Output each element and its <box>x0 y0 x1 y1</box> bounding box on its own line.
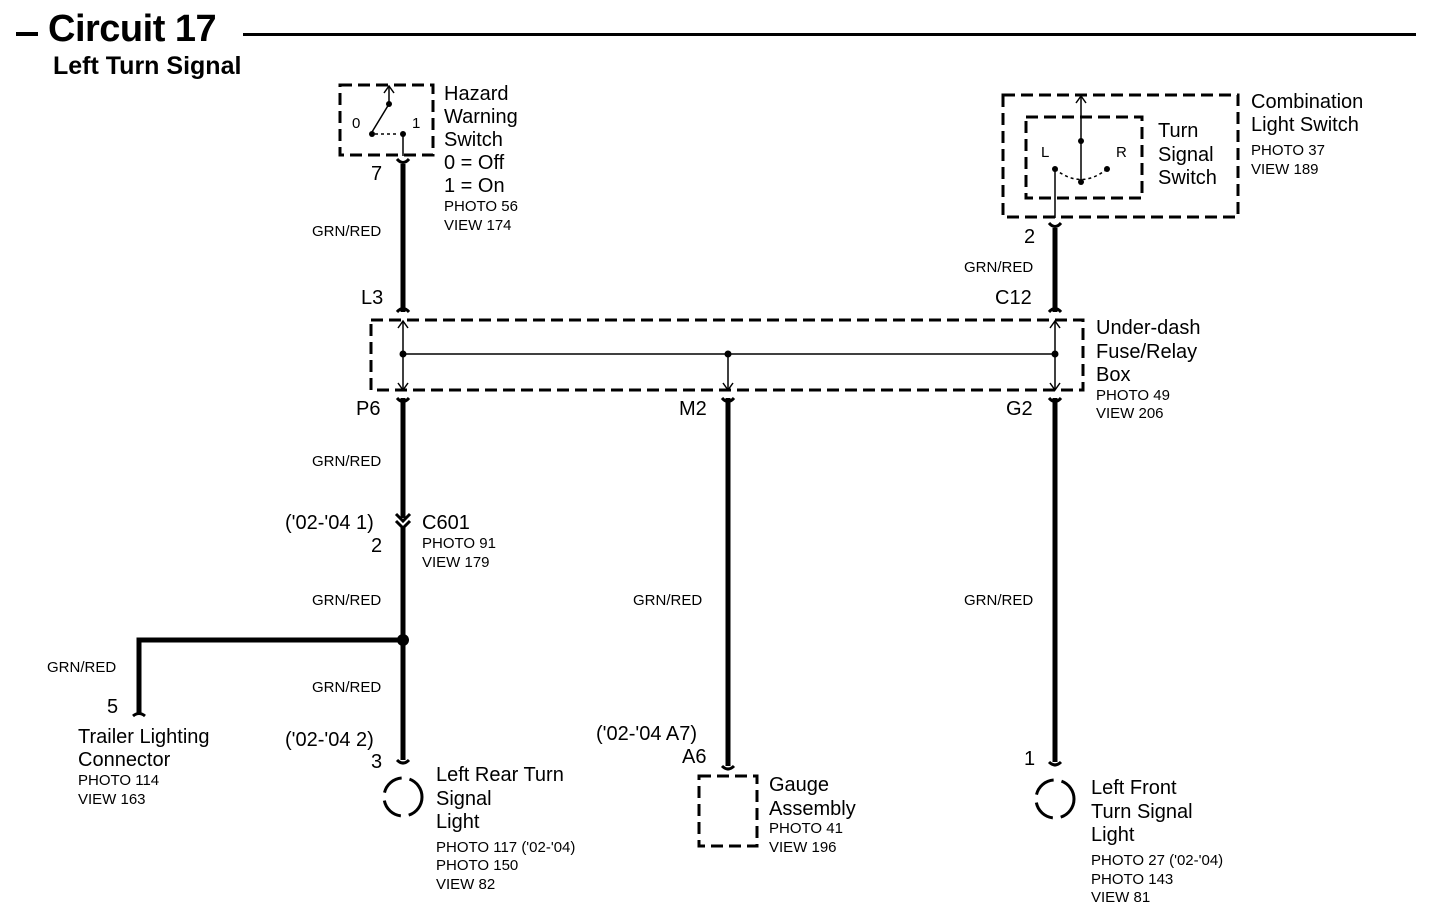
hazard-state-1: 1 = On <box>444 175 505 197</box>
combo-view: VIEW 189 <box>1251 161 1319 178</box>
combo-name-1: Combination <box>1251 91 1363 113</box>
c601-view: VIEW 179 <box>422 554 490 571</box>
hazard-name-2: Warning <box>444 106 518 128</box>
rear-view: VIEW 82 <box>436 876 495 893</box>
fuse-pin-g2: G2 <box>1006 398 1033 420</box>
turn-signal-switch-box[interactable] <box>1024 115 1144 200</box>
splice-point <box>397 634 409 646</box>
turn-signal-contacts <box>1054 94 1108 218</box>
fuse-pin-m2: M2 <box>679 398 707 420</box>
combo-name-2: Light Switch <box>1251 114 1359 136</box>
gauge-name-1: Gauge <box>769 774 829 796</box>
combo-photo: PHOTO 37 <box>1251 142 1325 159</box>
hazard-name-1: Hazard <box>444 83 508 105</box>
fuse-name-3: Box <box>1096 364 1130 386</box>
turn-switch-right: R <box>1116 144 1127 161</box>
trailer-photo: PHOTO 114 <box>78 772 159 789</box>
hazard-pin: 7 <box>371 163 382 185</box>
front-name-1: Left Front <box>1091 777 1177 799</box>
fuse-view: VIEW 206 <box>1096 405 1164 422</box>
front-photo-1: PHOTO 27 ('02-'04) <box>1091 852 1223 869</box>
c601-pin: 2 <box>371 535 382 557</box>
left-front-light-bulb[interactable] <box>1034 778 1076 820</box>
page-subtitle: Left Turn Signal <box>53 52 242 80</box>
wire-label-c601-splice: GRN/RED <box>312 592 381 609</box>
gauge-photo: PHOTO 41 <box>769 820 843 837</box>
wire-label-trailer: GRN/RED <box>47 659 116 676</box>
fuse-pin-l3: L3 <box>361 287 383 309</box>
title-rule <box>243 33 1416 36</box>
gauge-pin: A6 <box>682 746 706 768</box>
wire-label-hazard: GRN/RED <box>312 223 381 240</box>
rear-name-2: Signal <box>436 788 492 810</box>
fuse-name-1: Under-dash <box>1096 317 1201 339</box>
trailer-pin: 5 <box>107 696 118 718</box>
hazard-switch-contacts <box>371 84 404 156</box>
c601-photo: PHOTO 91 <box>422 535 496 552</box>
left-rear-light-bulb[interactable] <box>382 776 424 818</box>
front-view: VIEW 81 <box>1091 889 1150 906</box>
wire-label-fuse-c601: GRN/RED <box>312 453 381 470</box>
fuse-pin-p6: P6 <box>356 398 380 420</box>
turn-switch-name-1: Turn <box>1158 120 1198 142</box>
turn-switch-left: L <box>1041 144 1049 161</box>
wire-label-front: GRN/RED <box>964 592 1033 609</box>
gauge-variant: ('02-'04 A7) <box>596 723 697 745</box>
hazard-pos-0: 0 <box>352 115 360 132</box>
front-name-3: Light <box>1091 824 1135 846</box>
rear-variant: ('02-'04 2) <box>285 729 374 751</box>
hazard-state-0: 0 = Off <box>444 152 505 174</box>
gauge-view: VIEW 196 <box>769 839 837 856</box>
rear-pin: 3 <box>371 751 382 773</box>
title-dash <box>16 32 38 36</box>
rear-photo-2: PHOTO 150 <box>436 857 518 874</box>
front-photo-2: PHOTO 143 <box>1091 871 1173 888</box>
trailer-name-1: Trailer Lighting <box>78 726 210 748</box>
c601-name: C601 <box>422 512 470 534</box>
fuse-pin-c12: C12 <box>995 287 1032 309</box>
rear-name-3: Light <box>436 811 480 833</box>
gauge-name-2: Assembly <box>769 798 856 820</box>
fuse-name-2: Fuse/Relay <box>1096 341 1197 363</box>
wire-label-splice-rear: GRN/RED <box>312 679 381 696</box>
wire-label-combo: GRN/RED <box>964 259 1033 276</box>
hazard-view: VIEW 174 <box>444 217 512 234</box>
wire-splice-to-trailer[interactable] <box>136 637 403 715</box>
front-pin: 1 <box>1024 748 1035 770</box>
trailer-name-2: Connector <box>78 749 171 771</box>
hazard-photo: PHOTO 56 <box>444 198 518 215</box>
fuse-relay-box[interactable] <box>369 318 1085 392</box>
c601-variant: ('02-'04 1) <box>285 512 374 534</box>
rear-name-1: Left Rear Turn <box>436 764 564 786</box>
combo-pin: 2 <box>1024 226 1035 248</box>
hazard-switch-box[interactable] <box>338 83 435 157</box>
rear-photo-1: PHOTO 117 ('02-'04) <box>436 839 575 856</box>
page-title: Circuit 17 <box>48 8 217 50</box>
fuse-photo: PHOTO 49 <box>1096 387 1170 404</box>
trailer-view: VIEW 163 <box>78 791 146 808</box>
hazard-name-3: Switch <box>444 129 503 151</box>
gauge-assembly-box[interactable] <box>697 774 759 848</box>
turn-switch-name-3: Switch <box>1158 167 1217 189</box>
hazard-pos-1: 1 <box>412 115 420 132</box>
turn-switch-name-2: Signal <box>1158 144 1214 166</box>
front-name-2: Turn Signal <box>1091 801 1193 823</box>
wire-label-gauge: GRN/RED <box>633 592 702 609</box>
connector-terminals <box>132 157 1063 771</box>
combination-switch-box[interactable] <box>1001 93 1240 219</box>
